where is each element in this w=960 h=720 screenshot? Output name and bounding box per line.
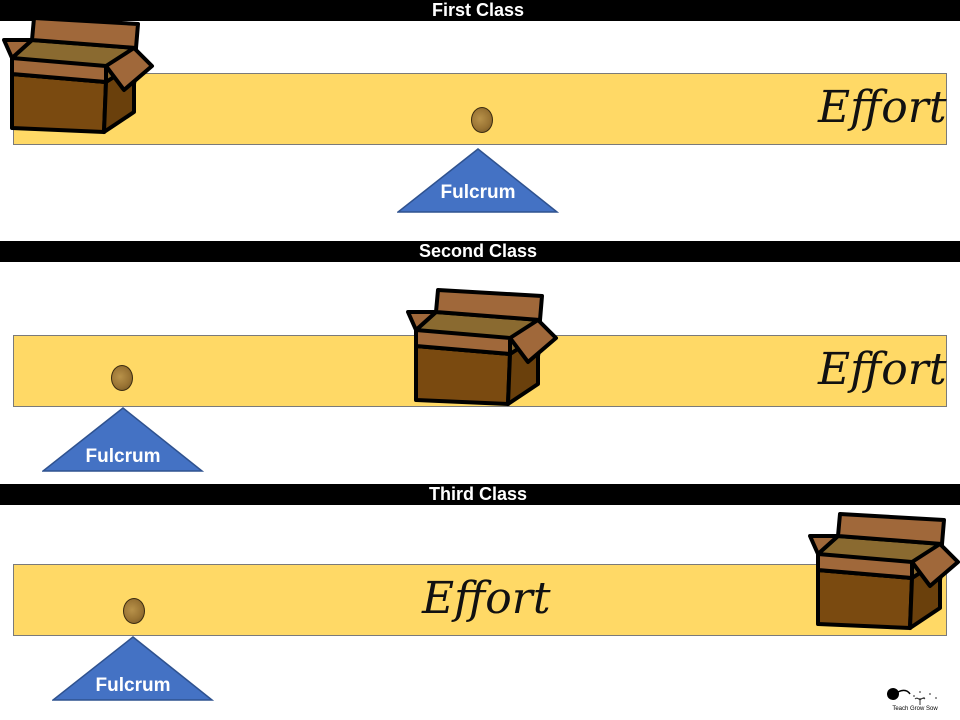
pivot-point bbox=[123, 598, 145, 624]
fulcrum: Fulcrum bbox=[42, 407, 204, 473]
effort-label: Effort bbox=[818, 344, 947, 395]
pivot-point bbox=[471, 107, 493, 133]
box-icon bbox=[406, 288, 558, 406]
load-box bbox=[808, 510, 960, 632]
fulcrum: Fulcrum bbox=[397, 148, 559, 214]
logo-text: Teach Grow Sow bbox=[892, 706, 938, 712]
fulcrum-triangle bbox=[397, 148, 559, 213]
lever-bar bbox=[13, 564, 947, 636]
load-box bbox=[2, 14, 158, 136]
panel-title: Third Class bbox=[428, 484, 528, 504]
box-icon bbox=[2, 16, 154, 134]
teach-grow-sow-logo: Teach Grow Sow bbox=[884, 684, 946, 716]
effort-label: Effort bbox=[818, 82, 947, 133]
fulcrum-label: Fulcrum bbox=[440, 182, 516, 203]
fulcrum-triangle bbox=[52, 636, 214, 701]
fulcrum-triangle bbox=[42, 407, 204, 472]
load-box bbox=[406, 286, 562, 408]
watering-can-icon bbox=[887, 688, 937, 705]
fulcrum-label: Fulcrum bbox=[85, 446, 161, 467]
panel-title: Second Class bbox=[418, 241, 538, 261]
box-icon bbox=[808, 512, 960, 630]
panel-title: First Class bbox=[431, 0, 525, 20]
panel-title-band: Second Class bbox=[0, 241, 960, 262]
pivot-point bbox=[111, 365, 133, 391]
fulcrum: Fulcrum bbox=[52, 636, 214, 702]
panel-title-band: Third Class bbox=[0, 484, 960, 505]
panel-title-band: First Class bbox=[0, 0, 960, 21]
fulcrum-label: Fulcrum bbox=[95, 675, 171, 696]
effort-label: Effort bbox=[422, 573, 551, 624]
